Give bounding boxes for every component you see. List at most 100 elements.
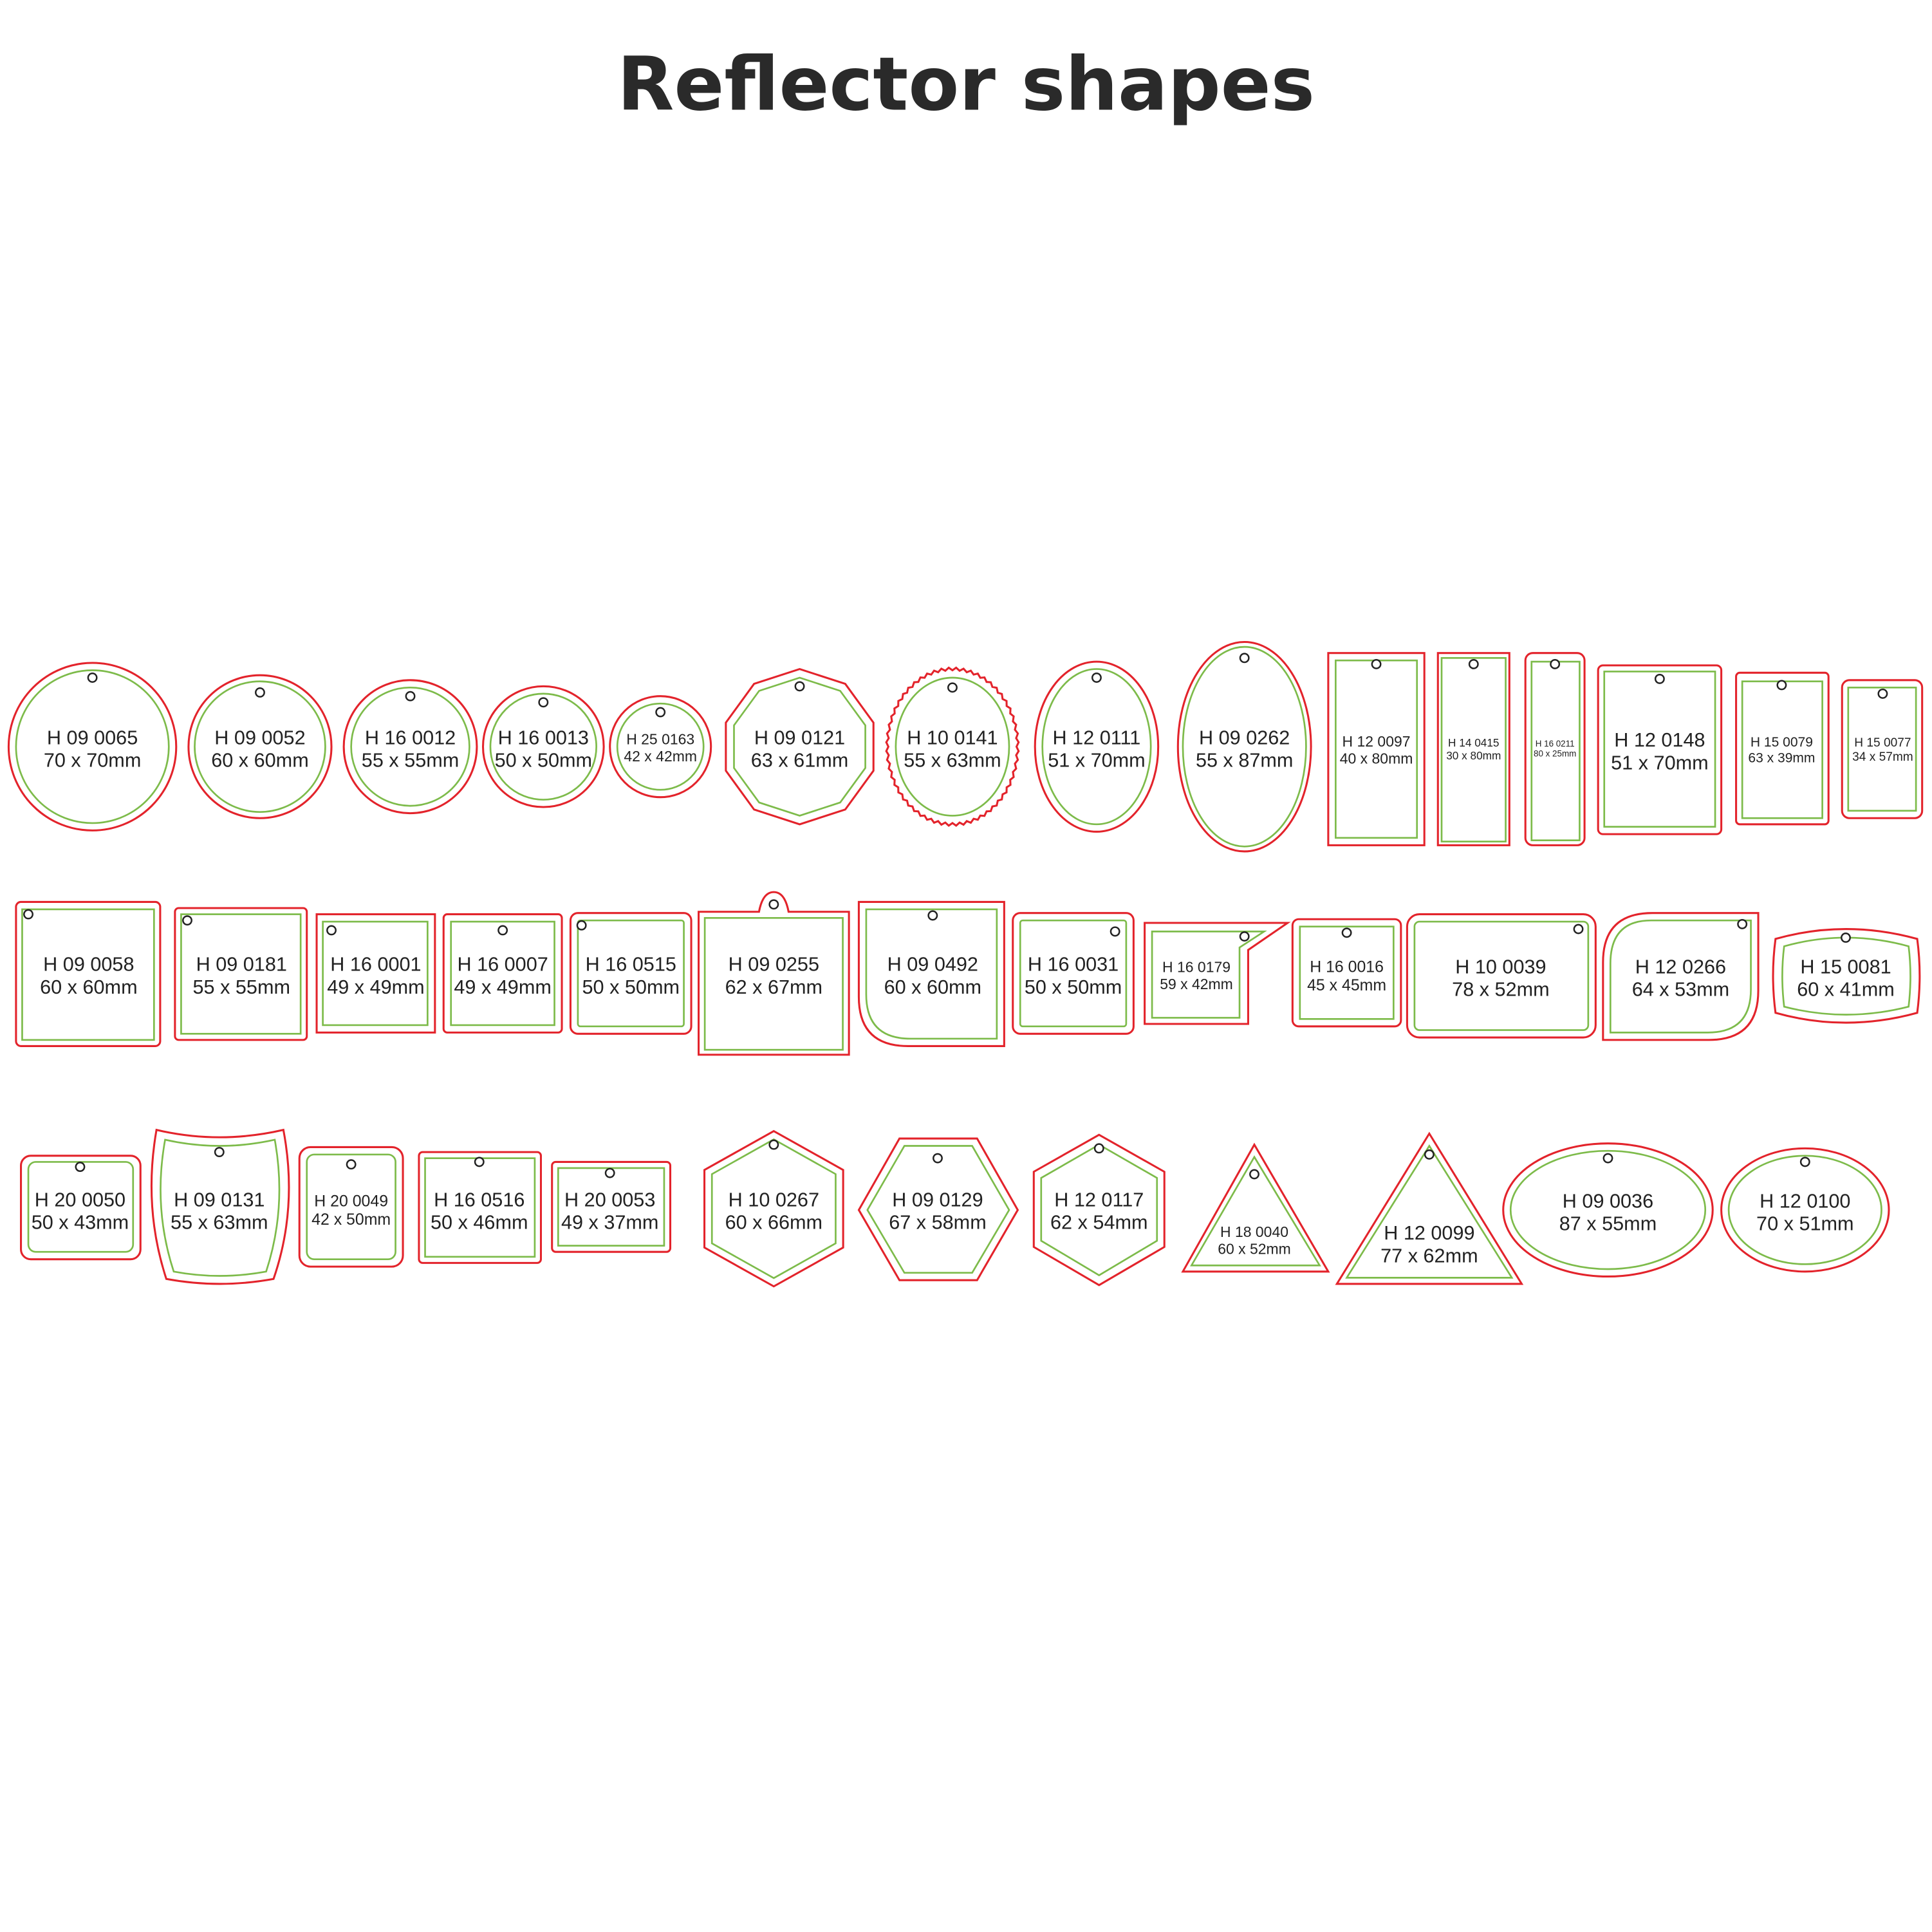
shape-size: 34 x 57mm (1852, 750, 1913, 764)
shape-size: 49 x 49mm (327, 976, 424, 998)
hanging-hole-icon (87, 673, 98, 683)
shape-code: H 09 0058 (43, 954, 134, 976)
shape-size: 42 x 42mm (624, 748, 697, 765)
shape-size: 55 x 87mm (1196, 750, 1293, 772)
shape-code: H 09 0052 (214, 727, 305, 748)
page-title: Reflector shapes (617, 41, 1315, 127)
reflective-area-outline (1299, 925, 1395, 1020)
shape-size: 59 x 42mm (1160, 976, 1233, 992)
shape-size: 40 x 80mm (1340, 750, 1413, 767)
shape-code: H 09 0036 (1563, 1190, 1653, 1212)
shape-outline (1012, 912, 1135, 1035)
shape-outline (551, 1160, 672, 1253)
shape-outline (857, 1137, 1019, 1281)
hanging-hole-icon (1249, 1169, 1259, 1180)
reflective-area-outline (322, 920, 429, 1026)
reflective-area-outline (733, 676, 866, 817)
hanging-hole-icon (576, 920, 587, 931)
hanging-hole-icon (326, 925, 337, 936)
hanging-hole-icon (1602, 1153, 1613, 1164)
reflective-area-outline (703, 916, 844, 1051)
reflective-area-outline (180, 913, 302, 1035)
hanging-hole-icon (1110, 926, 1120, 937)
shape-code: H 09 0131 (174, 1189, 265, 1211)
reflective-area-outline (1440, 657, 1507, 842)
shape-outline (1034, 660, 1160, 833)
reflective-area-outline (1041, 668, 1152, 826)
hanging-hole-icon (214, 1147, 225, 1158)
hanging-hole-icon (538, 697, 549, 708)
hanging-hole-icon (1573, 924, 1584, 934)
reflective-area-outline (616, 702, 705, 791)
shape-code: H 09 0492 (887, 954, 978, 976)
shape-code: H 16 0016 (1310, 958, 1384, 976)
reflective-area-outline (15, 669, 170, 824)
shape-outline (15, 900, 162, 1047)
shape-outline (1772, 928, 1921, 1024)
shape-size: 55 x 55mm (362, 750, 459, 772)
shape-size: 50 x 46mm (431, 1212, 528, 1234)
hanging-hole-icon (1468, 658, 1479, 669)
shape-code: H 10 0039 (1455, 956, 1546, 978)
shape-outline (1144, 922, 1291, 1025)
reflective-area-outline (1727, 1155, 1882, 1265)
shape-size: 80 x 25mm (1534, 749, 1576, 759)
hanging-hole-icon (794, 681, 805, 692)
shape-size: 87 x 55mm (1559, 1212, 1657, 1234)
hanging-hole-icon (768, 1139, 779, 1150)
shape-size: 70 x 51mm (1756, 1212, 1853, 1234)
reflective-area-outline (1413, 920, 1590, 1031)
shape-code: H 12 0148 (1614, 729, 1705, 751)
hanging-hole-icon (927, 910, 938, 921)
shape-outline (1735, 671, 1830, 826)
shape-outline (1335, 1131, 1524, 1285)
shape-code: H 12 0111 (1053, 727, 1141, 748)
hanging-hole-icon (655, 707, 666, 718)
reflective-area-outline (1019, 919, 1128, 1028)
reflective-area-outline (1847, 686, 1917, 812)
shape-outline (703, 1129, 844, 1288)
shape-code: H 16 0211 (1536, 739, 1575, 748)
shape-size: 50 x 43mm (32, 1212, 129, 1234)
shape-code: H 20 0049 (314, 1192, 388, 1210)
shape-size: 49 x 37mm (561, 1212, 658, 1234)
shape-outline (1502, 1142, 1714, 1277)
hanging-hole-icon (182, 915, 192, 926)
hanging-hole-icon (1341, 927, 1352, 938)
shape-outline (569, 912, 692, 1035)
reflective-area-outline (1182, 646, 1307, 848)
hanging-hole-icon (1654, 673, 1665, 684)
shape-outline (857, 900, 1005, 1047)
shape-outline (1032, 1133, 1166, 1286)
shape-code: H 16 0031 (1028, 954, 1119, 976)
shape-code: H 16 0001 (330, 954, 421, 976)
hanging-hole-icon (1550, 658, 1561, 669)
hanging-hole-icon (1841, 933, 1851, 943)
reflective-area-outline (1781, 936, 1911, 1016)
shape-code: H 12 0099 (1384, 1222, 1474, 1244)
shape-outline (342, 679, 478, 815)
shape-size: 78 x 52mm (1452, 979, 1549, 1001)
shape-code: H 09 0181 (196, 954, 287, 976)
hanging-hole-icon (1239, 931, 1250, 942)
hanging-hole-icon (1093, 1143, 1104, 1154)
shape-code: H 12 0100 (1760, 1190, 1850, 1212)
shape-size: 64 x 53mm (1632, 979, 1729, 1001)
shape-outline (725, 667, 875, 826)
shape-outline (7, 662, 178, 831)
